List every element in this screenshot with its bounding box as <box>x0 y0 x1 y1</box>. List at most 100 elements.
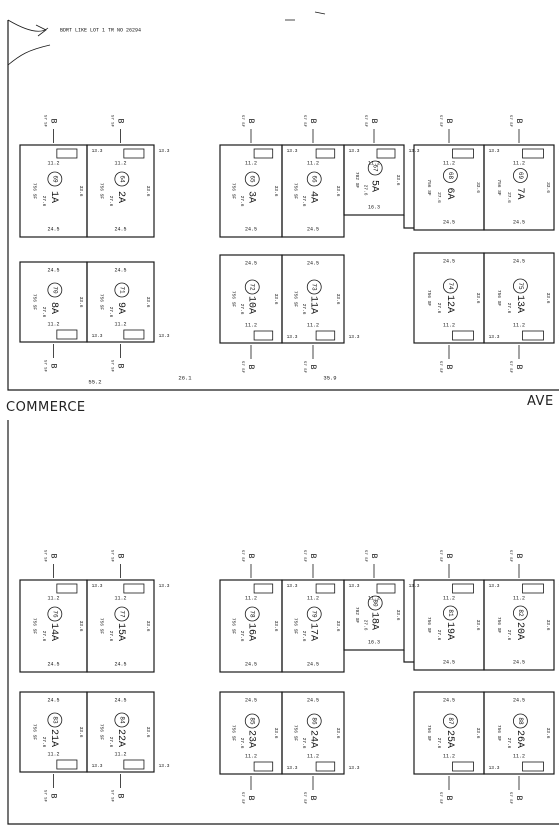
front-dimension: 16.3 <box>368 204 380 210</box>
unit-number: 68 <box>447 172 454 180</box>
unit-area: 756 SF <box>230 725 236 742</box>
unit-area: 756 SF <box>99 618 105 635</box>
unit-number-circle <box>114 282 130 298</box>
unit-area: 756 SF <box>32 724 38 741</box>
balcony-area: 57 SF <box>363 550 367 563</box>
unit-notch <box>403 650 414 663</box>
unit-area: 756 SF <box>292 618 298 635</box>
unit-number-circle <box>47 282 63 298</box>
mid-dimension: 11.2 <box>245 753 257 759</box>
stub-dimension: 13.3 <box>349 765 360 771</box>
stub-dimension: 13.3 <box>287 334 298 340</box>
mid-dimension: 11.2 <box>307 595 319 601</box>
entry-stub <box>315 583 336 594</box>
unit-outline <box>281 691 345 775</box>
depth-dimension: 33.6 <box>545 620 551 631</box>
unit-number: 69 <box>51 175 58 183</box>
mid-dimension: 11.2 <box>307 753 319 759</box>
unit-number-circle <box>244 279 260 295</box>
balcony-19a: B57 SF <box>438 550 453 578</box>
front-dimension: 24.5 <box>47 661 59 667</box>
balcony-letter: B <box>444 796 453 801</box>
balcony-letter: B <box>514 365 523 370</box>
front-dimension: 24.5 <box>307 661 319 667</box>
side-dimension: 27.6 <box>506 192 512 203</box>
depth-dimension: 33.6 <box>475 182 481 193</box>
balcony-letter: B <box>48 794 57 799</box>
unit-area: 756 SF <box>496 179 502 196</box>
unit-number-circle <box>513 605 528 621</box>
block-dimension: 55.2 <box>88 378 101 385</box>
side-dimension: 27.6 <box>301 196 307 207</box>
balcony-letter: B <box>308 554 317 559</box>
side-dimension: 27.6 <box>436 738 442 749</box>
balcony-16a: B57 SF <box>240 550 255 578</box>
front-dimension: 24.5 <box>114 267 126 273</box>
side-dimension: 27.6 <box>362 620 368 631</box>
balcony-letter: B <box>115 794 124 799</box>
entry-stub <box>123 329 145 340</box>
stub-dimension: 13.3 <box>349 583 360 589</box>
mid-dimension: 11.2 <box>368 160 380 166</box>
side-dimension: 27.6 <box>301 304 307 315</box>
front-dimension: 24.5 <box>245 260 257 266</box>
balcony-13a: B57 SF <box>508 345 523 374</box>
lot-label: 17A <box>308 623 319 641</box>
depth-dimension: 33.6 <box>395 610 401 621</box>
balcony-letter: B <box>246 119 255 124</box>
front-dimension: 24.5 <box>443 659 455 665</box>
entry-stub <box>253 583 274 594</box>
lot-label: 24A <box>308 730 319 748</box>
mid-dimension: 11.2 <box>245 595 257 601</box>
unit-area: 702 SF <box>354 172 360 189</box>
unit-area: 756 SF <box>230 183 236 200</box>
stub-dimension: 13.3 <box>489 765 500 771</box>
balcony-area: 57 SF <box>508 361 512 374</box>
unit-number-circle <box>513 168 528 183</box>
unit-number: 74 <box>447 282 454 290</box>
street-name-left: COMMERCE <box>6 400 86 415</box>
lot-label: 15A <box>115 623 126 641</box>
side-dimension: 27.6 <box>108 631 114 642</box>
unit-outline <box>86 691 155 773</box>
stub-dimension: 13.3 <box>159 763 170 769</box>
depth-dimension: 33.6 <box>273 728 279 739</box>
lot-label: 6A <box>444 187 455 199</box>
balcony-area: 57 SF <box>42 550 46 563</box>
unit-number: 71 <box>118 286 125 294</box>
block-dimension: 26.1 <box>178 374 192 381</box>
unit-number: 77 <box>118 610 125 618</box>
balcony-area: 57 SF <box>302 792 306 805</box>
entry-stub <box>56 329 78 340</box>
unit-area: 756 SF <box>496 725 502 742</box>
unit-number-circle <box>442 278 458 294</box>
balcony-letter: B <box>115 364 124 369</box>
front-dimension: 24.5 <box>245 226 257 232</box>
unit-area: 756 SF <box>32 294 38 311</box>
mid-dimension: 11.2 <box>245 322 257 328</box>
side-dimension: 27.6 <box>506 303 512 314</box>
depth-dimension: 33.6 <box>145 186 151 197</box>
depth-dimension: 33.6 <box>335 728 341 739</box>
unit-number-circle <box>47 606 63 622</box>
mid-dimension: 11.2 <box>47 595 59 601</box>
mid-dimension: 11.2 <box>513 595 525 601</box>
unit-area: 756 SF <box>426 617 432 634</box>
entry-stub <box>376 148 396 159</box>
side-dimension: 27.6 <box>436 303 442 314</box>
side-dimension: 27.6 <box>506 630 512 641</box>
street-name-right: AVE <box>527 394 554 409</box>
balcony-area: 57 SF <box>42 115 46 128</box>
unit-number-circle <box>442 605 458 621</box>
unit-number: 81 <box>447 609 454 617</box>
balcony-letter: B <box>514 796 523 801</box>
unit-number-circle <box>244 713 260 729</box>
entry-stub <box>253 761 274 772</box>
balcony-area: 57 SF <box>302 550 306 563</box>
depth-dimension: 33.6 <box>545 293 551 304</box>
depth-dimension: 33.6 <box>78 186 84 197</box>
stub-dimension: 13.3 <box>489 583 500 589</box>
balcony-area: 57 SF <box>438 792 442 805</box>
